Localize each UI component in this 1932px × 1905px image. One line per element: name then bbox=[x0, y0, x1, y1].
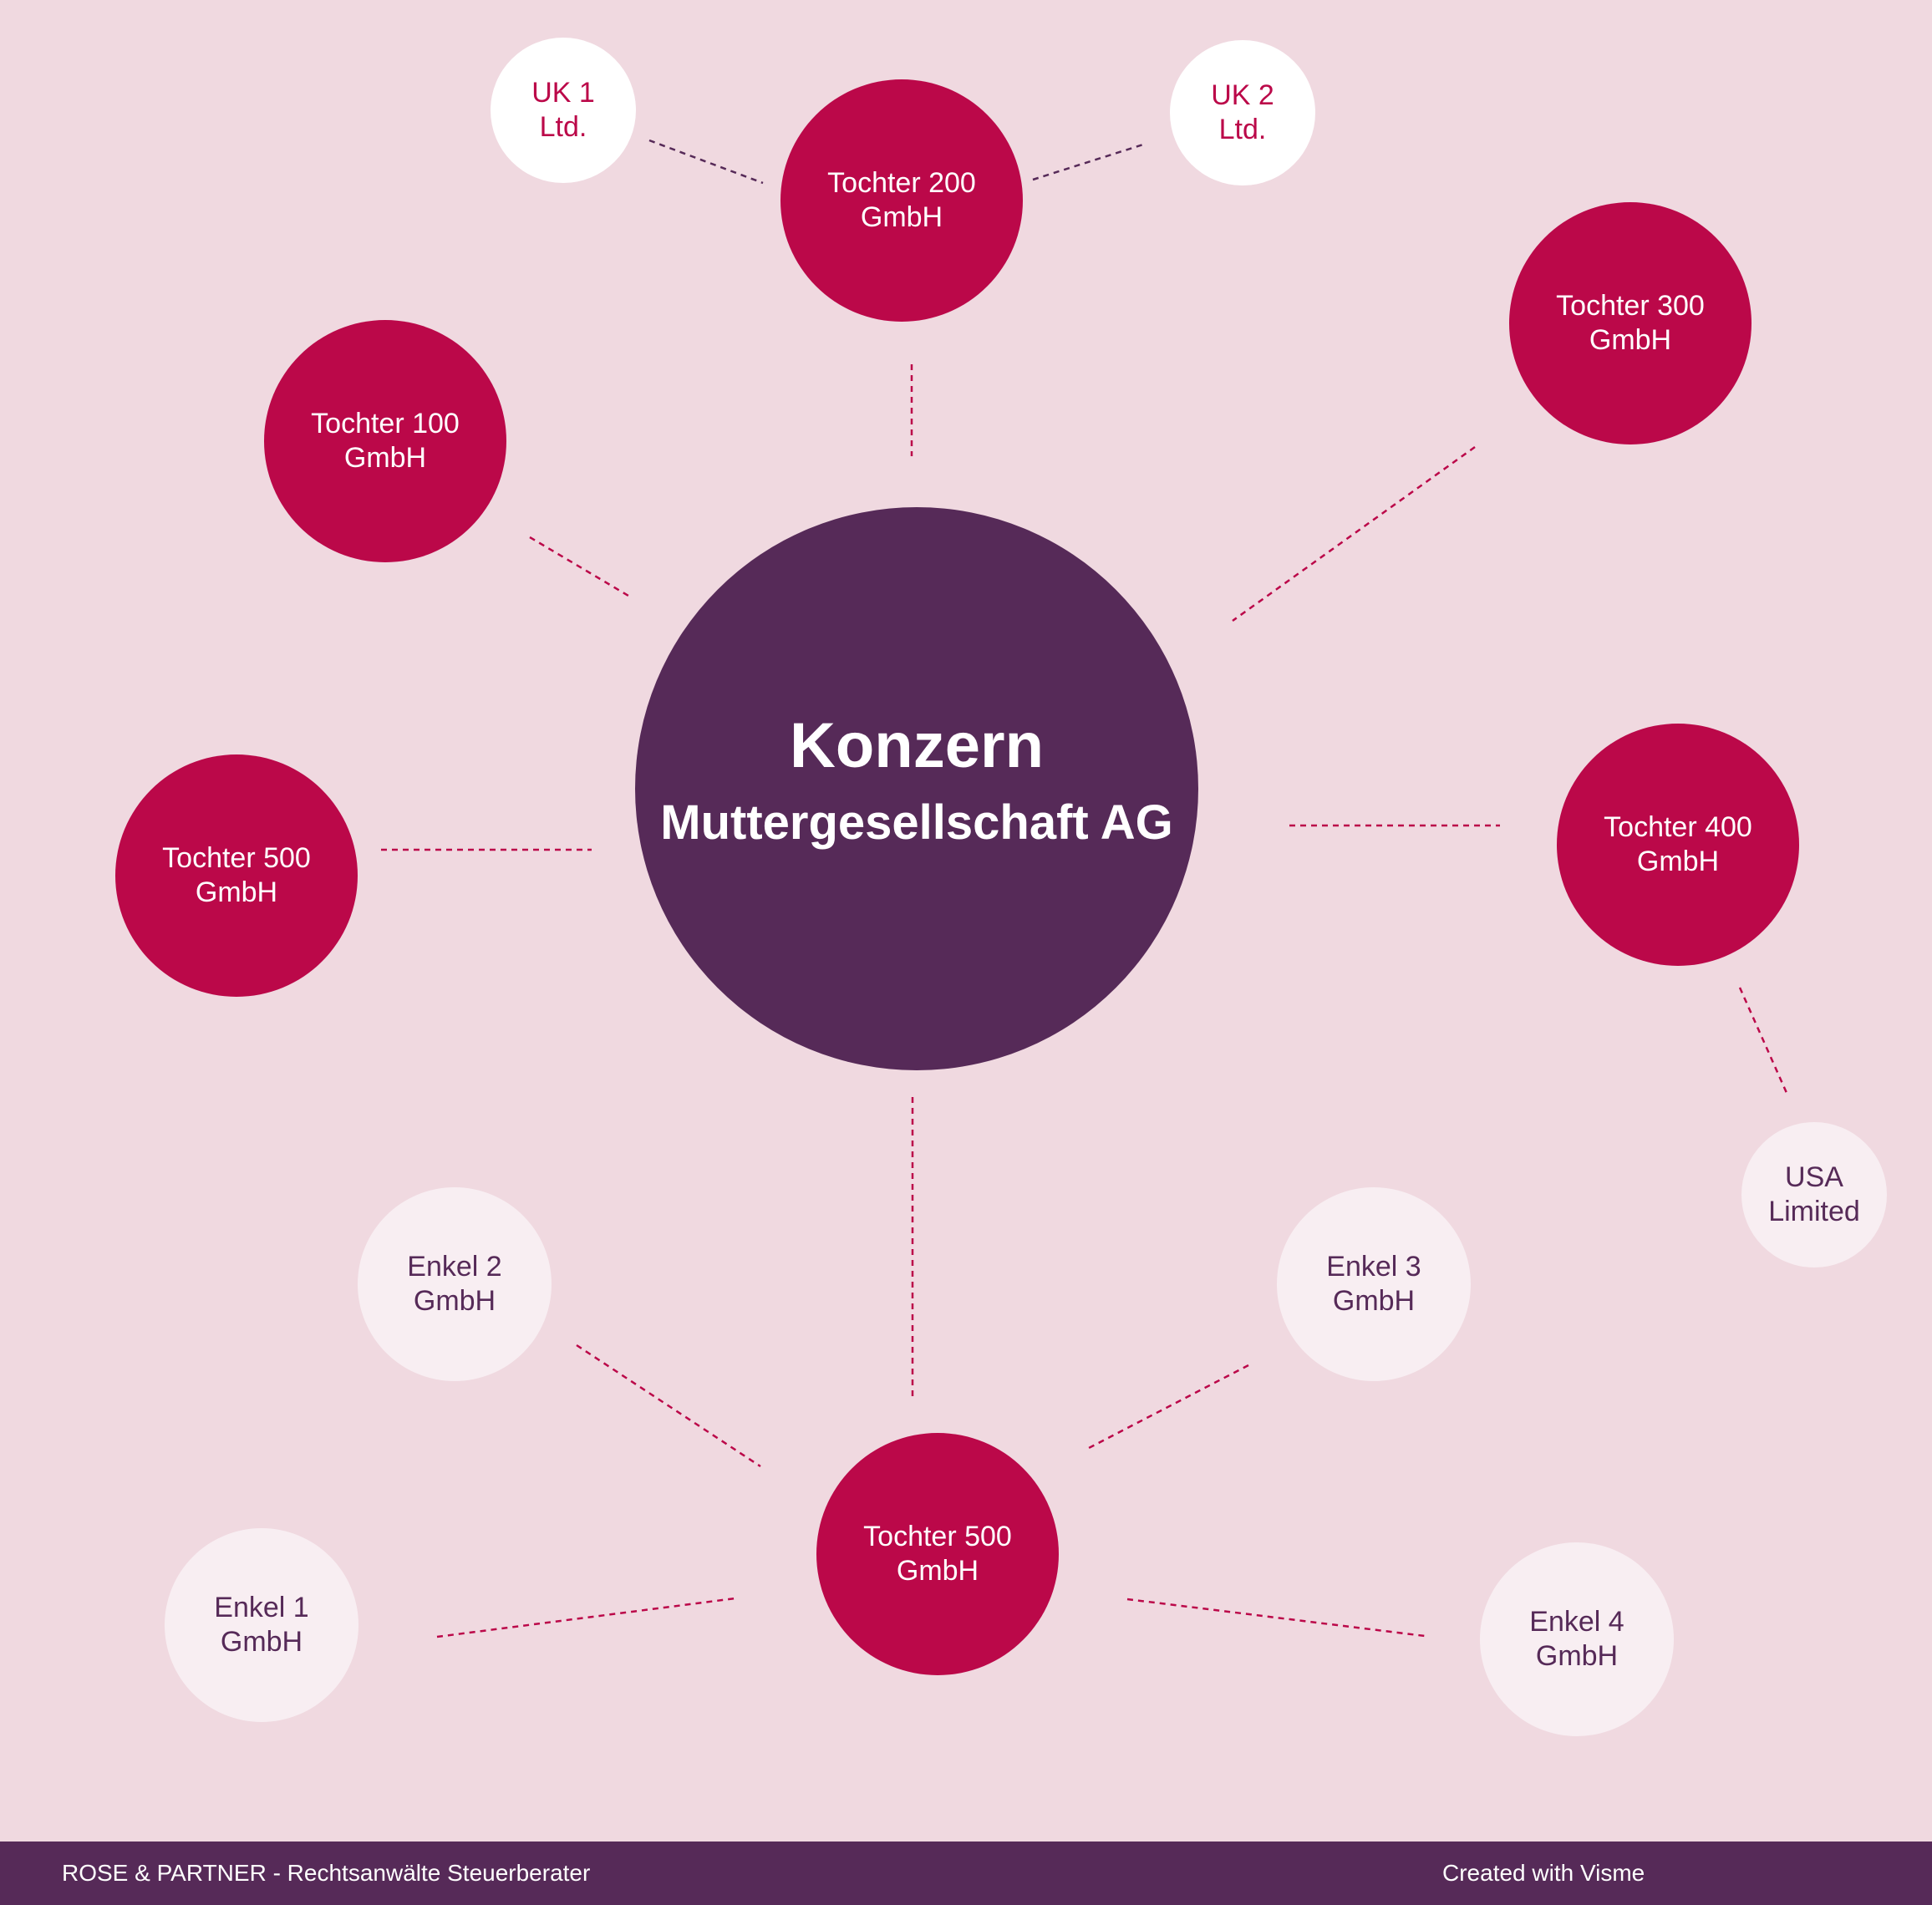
connector-center-t100 bbox=[529, 536, 629, 597]
tochter-300-node[interactable]: Tochter 300 GmbH bbox=[1509, 202, 1752, 444]
parent-company-node[interactable]: Konzern Muttergesellschaft AG bbox=[635, 507, 1198, 1070]
tochter-200-label: Tochter 200 bbox=[827, 166, 976, 199]
footer-bar: ROSE & PARTNER - Rechtsanwälte Steuerber… bbox=[0, 1842, 1932, 1905]
tochter-400-label: Tochter 400 bbox=[1604, 810, 1752, 843]
usa-limited-label: USA bbox=[1785, 1161, 1843, 1193]
parent-company-title: Konzern bbox=[790, 710, 1044, 782]
tochter-100-label: Tochter 100 bbox=[311, 407, 460, 439]
usa-limited-node[interactable]: USA Limited bbox=[1741, 1122, 1887, 1267]
footer-firm-name: ROSE & PARTNER - Rechtsanwälte Steuerber… bbox=[62, 1860, 591, 1886]
tochter-400-node[interactable]: Tochter 400 GmbH bbox=[1557, 724, 1799, 966]
connector-t200-uk2 bbox=[1032, 143, 1144, 181]
tochter-300-type: GmbH bbox=[1589, 324, 1672, 356]
connector-t200-uk1 bbox=[648, 139, 764, 185]
uk-1-node[interactable]: UK 1 Ltd. bbox=[491, 38, 636, 183]
enkel-2-node[interactable]: Enkel 2 GmbH bbox=[358, 1187, 552, 1381]
connector-t500-e4 bbox=[1126, 1598, 1426, 1638]
connector-t400-usa bbox=[1738, 987, 1788, 1094]
connector-t500-e2 bbox=[576, 1344, 761, 1468]
uk-1-type: Ltd. bbox=[539, 111, 587, 143]
tochter-500-bottom-type: GmbH bbox=[896, 1555, 979, 1587]
parent-company-name: Muttergesellschaft AG bbox=[660, 795, 1173, 850]
uk-1-label: UK 1 bbox=[531, 76, 595, 109]
enkel-3-node[interactable]: Enkel 3 GmbH bbox=[1277, 1187, 1471, 1381]
uk-2-label: UK 2 bbox=[1211, 79, 1274, 111]
tochter-400-type: GmbH bbox=[1636, 846, 1720, 877]
tochter-500-bottom-node[interactable]: Tochter 500 GmbH bbox=[816, 1433, 1059, 1675]
enkel-4-label: Enkel 4 bbox=[1529, 1605, 1624, 1638]
tochter-100-node[interactable]: Tochter 100 GmbH bbox=[264, 320, 506, 562]
tochter-100-type: GmbH bbox=[343, 442, 427, 474]
tochter-500-left-node[interactable]: Tochter 500 GmbH bbox=[115, 754, 358, 997]
org-chart: Konzern Muttergesellschaft AG Tochter 20… bbox=[115, 38, 1887, 1736]
enkel-4-type: GmbH bbox=[1535, 1640, 1619, 1672]
uk-2-type: Ltd. bbox=[1218, 114, 1267, 145]
connector-lines bbox=[381, 139, 1788, 1638]
tochter-200-node[interactable]: Tochter 200 GmbH bbox=[780, 79, 1023, 322]
enkel-3-type: GmbH bbox=[1332, 1285, 1416, 1317]
tochter-300-label: Tochter 300 bbox=[1556, 289, 1705, 322]
usa-limited-type: Limited bbox=[1768, 1196, 1860, 1227]
enkel-2-type: GmbH bbox=[413, 1285, 496, 1317]
enkel-1-type: GmbH bbox=[220, 1626, 303, 1658]
tochter-500-left-type: GmbH bbox=[195, 876, 278, 908]
connector-center-t300 bbox=[1232, 445, 1476, 622]
uk-2-node[interactable]: UK 2 Ltd. bbox=[1170, 40, 1315, 185]
tochter-500-left-label: Tochter 500 bbox=[162, 841, 311, 874]
tochter-500-bottom-label: Tochter 500 bbox=[863, 1520, 1012, 1552]
connector-t500-e3 bbox=[1088, 1364, 1249, 1450]
enkel-1-label: Enkel 1 bbox=[214, 1591, 309, 1623]
enkel-4-node[interactable]: Enkel 4 GmbH bbox=[1480, 1542, 1674, 1736]
connector-t500-e1 bbox=[436, 1597, 736, 1638]
tochter-200-type: GmbH bbox=[860, 201, 943, 233]
enkel-1-node[interactable]: Enkel 1 GmbH bbox=[165, 1528, 358, 1722]
footer-created-with-link[interactable]: Created with Visme bbox=[1442, 1860, 1645, 1886]
enkel-2-label: Enkel 2 bbox=[407, 1250, 502, 1283]
enkel-3-label: Enkel 3 bbox=[1326, 1250, 1421, 1283]
